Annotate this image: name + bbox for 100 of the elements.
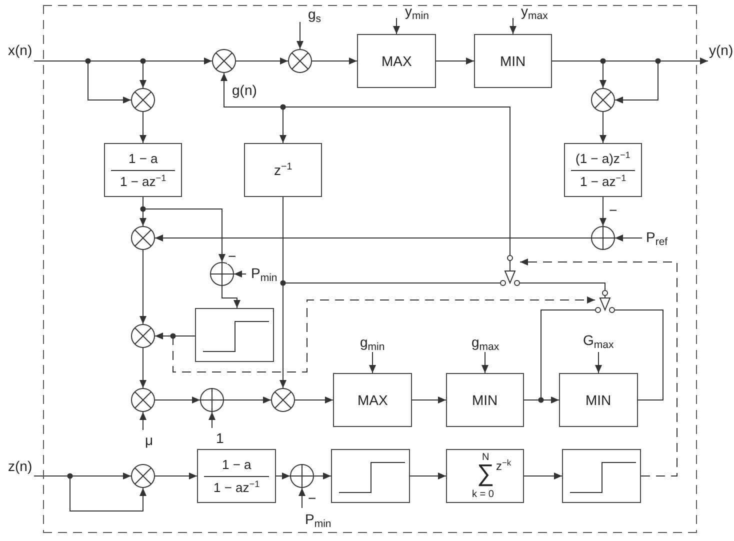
- arrow: [595, 352, 602, 374]
- arrow: [154, 472, 198, 480]
- summation-lower-limit: k = 0: [472, 489, 494, 500]
- connector-line: [34, 58, 91, 64]
- arrow: [600, 60, 606, 88]
- signal-label: z(n): [8, 458, 32, 474]
- switch-symbol: [500, 255, 520, 286]
- step-function-block: [331, 449, 410, 503]
- summing-junction: [290, 464, 314, 488]
- arrow: [280, 106, 286, 144]
- signal-label: P$_{min}$: [305, 511, 332, 528]
- arrow: [140, 208, 146, 226]
- connector-line: [614, 310, 664, 400]
- function-block: [446, 373, 524, 427]
- connector-line: [280, 104, 510, 256]
- function-block: [244, 143, 322, 197]
- arrow: [614, 60, 658, 104]
- arrow: [393, 18, 400, 34]
- switch-symbol: [595, 290, 615, 313]
- denominator: 1 − az$^{−1}$: [214, 481, 260, 496]
- arrow: [524, 472, 562, 480]
- arrow: [154, 332, 174, 340]
- arrow: [436, 58, 474, 64]
- connector-line: [602, 58, 661, 64]
- signal-label: y(n): [709, 42, 734, 58]
- connector-line: [524, 397, 544, 403]
- multiplier-symbol: [288, 49, 312, 73]
- signal-label: μ: [145, 432, 154, 448]
- signal-label: g$_{s}$: [308, 6, 322, 22]
- function-block: [474, 34, 552, 88]
- signal-label: G$_{max}$: [583, 332, 614, 348]
- edge-label: g(n): [231, 83, 258, 98]
- step-function-block: [562, 449, 641, 503]
- arrow: [220, 72, 284, 108]
- connector-line: [140, 196, 146, 212]
- block-label: MIN: [472, 392, 498, 408]
- arrow: [482, 352, 488, 374]
- arrow: [412, 396, 446, 404]
- arrow: [140, 60, 146, 88]
- signal-label: y$_{max}$: [521, 3, 548, 20]
- multiplier-symbol: [131, 88, 155, 112]
- connector-line: [34, 473, 73, 479]
- multiplier-symbol: [271, 388, 295, 412]
- arrow: [294, 396, 334, 404]
- arrow: [510, 18, 516, 34]
- connector-line: [282, 282, 500, 284]
- numerator: 1 − a: [222, 458, 252, 473]
- connector-line: [540, 310, 596, 400]
- signal-label: x(n): [8, 42, 32, 58]
- arrow: [296, 22, 304, 50]
- system-boundary: [43, 5, 697, 533]
- function-block: [357, 34, 436, 88]
- multiplier-symbol: [212, 49, 236, 73]
- signal-label: 1: [216, 430, 224, 446]
- function-block: [564, 143, 642, 197]
- connector-line: [88, 58, 146, 64]
- arrow: [410, 472, 446, 480]
- arrow: [280, 282, 286, 388]
- multiplier-symbol: [131, 226, 155, 250]
- multiplier-symbol: [591, 88, 615, 112]
- arrow: [312, 58, 358, 64]
- arrow: [369, 352, 376, 374]
- block-label: z$^{−1}$: [274, 162, 292, 178]
- arrow: [142, 208, 226, 262]
- arrow: [140, 348, 146, 388]
- arrow: [236, 58, 288, 64]
- signal-label: P$_{min}$: [251, 265, 278, 282]
- arrow: [70, 472, 132, 480]
- connector-line: [170, 333, 196, 339]
- signal-label: P$_{ref}$: [646, 229, 668, 246]
- arrow: [600, 196, 606, 226]
- multiplier-symbol: [131, 388, 155, 412]
- arrow: [154, 234, 592, 242]
- connector-line: [552, 58, 606, 64]
- arrow: [234, 270, 246, 278]
- summing-junction: [200, 388, 224, 412]
- arrow: [298, 488, 306, 508]
- multiplier-symbol: [131, 464, 155, 488]
- signal-label: g$_{max}$: [472, 334, 500, 350]
- block-label: MIN: [586, 392, 612, 408]
- arrow: [154, 396, 200, 404]
- arrow: [540, 396, 560, 404]
- signal-label: y$_{min}$: [405, 3, 429, 20]
- function-block: [104, 143, 182, 197]
- arrow: [224, 396, 272, 404]
- connector-line: [520, 282, 606, 290]
- summing-junction: [210, 262, 234, 286]
- arrow: [140, 412, 146, 430]
- dashed-arrow: [520, 258, 678, 476]
- signal-label: g$_{min}$: [360, 334, 385, 350]
- arrow: [88, 60, 132, 104]
- arrow: [658, 58, 708, 64]
- function-block: [197, 449, 276, 503]
- arrow: [614, 234, 642, 242]
- denominator: 1 − az$^{−1}$: [580, 175, 626, 190]
- arrow: [142, 58, 212, 64]
- block-label: MAX: [358, 392, 388, 408]
- arrow: [600, 112, 606, 144]
- block-label: MIN: [500, 52, 526, 69]
- connector-line: [280, 196, 286, 286]
